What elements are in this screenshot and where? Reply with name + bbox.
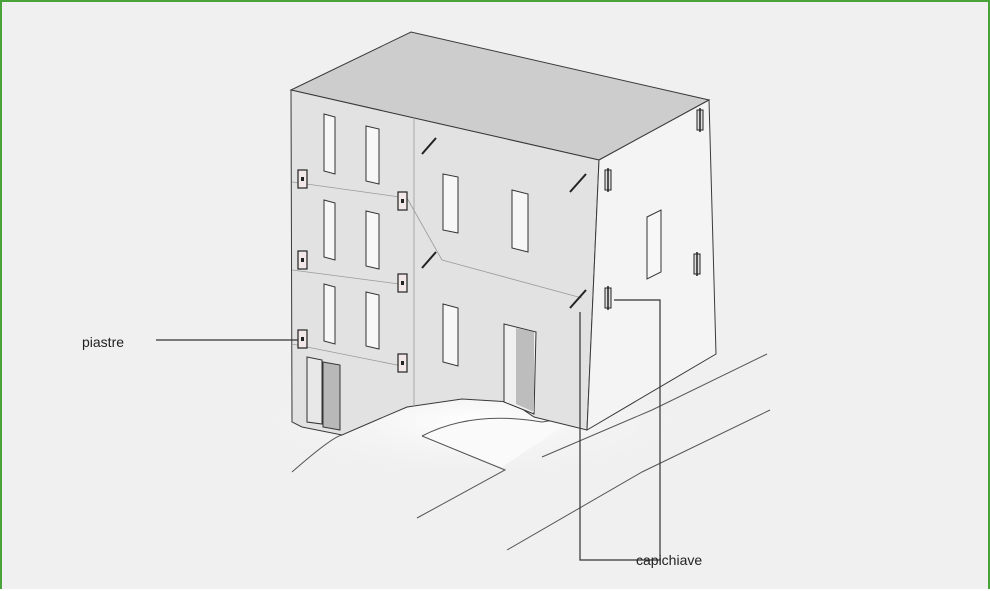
window [442, 303, 459, 367]
window [442, 173, 459, 234]
tie-rod-end [569, 173, 587, 193]
street-side-2 [506, 409, 771, 551]
leader-line-capichiave-front [579, 312, 634, 561]
window [323, 283, 336, 345]
door [322, 361, 341, 431]
tie-rod-end [604, 168, 612, 192]
tie-rod-ends-front [421, 137, 587, 309]
window [323, 113, 336, 175]
wall-plates [297, 169, 408, 373]
label-capichiave: capichiave [636, 552, 703, 568]
door [306, 356, 323, 425]
tie-rod-end [421, 251, 437, 269]
doors [306, 323, 537, 431]
floor-line-low-left [291, 343, 408, 368]
tie-rod-ends-side [604, 108, 704, 310]
tie-rod-end [421, 137, 437, 155]
floor-line-upper-right [406, 197, 443, 261]
tie-rod-end [569, 289, 587, 309]
street-road-edge-1 [416, 435, 507, 519]
tie-rod-end [693, 252, 701, 276]
window [646, 209, 662, 280]
window [365, 291, 380, 350]
window [323, 199, 336, 261]
floor-lines [291, 117, 583, 407]
wall-plate [397, 353, 408, 373]
street-side-1 [541, 353, 768, 458]
wall-plate [297, 169, 308, 189]
street-road-edge-2 [421, 417, 543, 437]
tie-rod-end [604, 286, 612, 310]
floor-line-mid-right [441, 259, 583, 299]
label-piastre: piastre [82, 334, 125, 350]
window [511, 189, 529, 253]
door-shadow [516, 328, 534, 412]
leader-line-capichiave-side [614, 299, 661, 561]
floor-line-upper-left [291, 181, 408, 199]
wall-plate [297, 329, 308, 349]
wall-plate [297, 250, 308, 270]
window [365, 125, 380, 185]
wall-plate [397, 273, 408, 293]
wall-plate [397, 191, 408, 211]
tie-rod-end [696, 108, 704, 132]
floor-line-mid-left [291, 269, 408, 286]
windows [323, 113, 662, 367]
window [365, 210, 380, 270]
leader-lines [156, 299, 661, 561]
